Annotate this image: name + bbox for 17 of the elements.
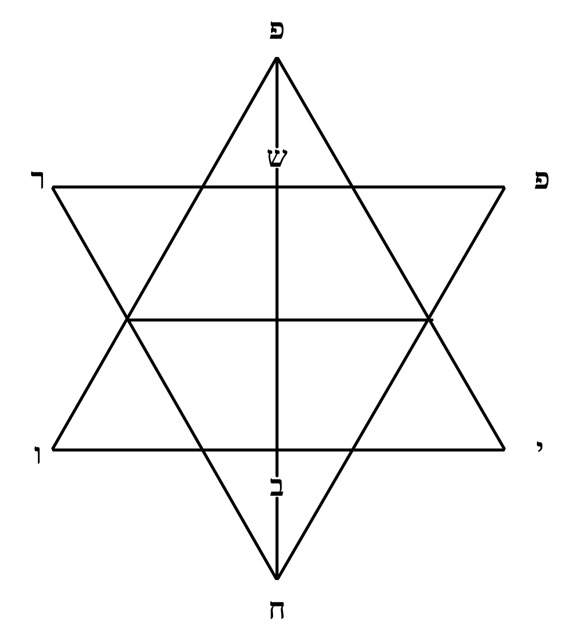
line <box>276 187 506 580</box>
vertex-label: ח <box>270 601 284 619</box>
line <box>52 186 505 188</box>
line <box>51 187 278 580</box>
point-label: ש <box>268 149 288 167</box>
line <box>52 448 505 452</box>
point-label: ב <box>270 478 284 496</box>
vertex-label: פ <box>270 21 284 39</box>
line <box>276 57 506 450</box>
vertex-label: ר <box>31 171 43 189</box>
vertex-label: ו <box>34 446 40 464</box>
line <box>276 496 278 580</box>
line <box>51 57 278 450</box>
line <box>276 57 278 148</box>
vertex-label: פ <box>534 171 549 189</box>
vertex-label: י <box>536 441 542 452</box>
line <box>276 168 278 478</box>
